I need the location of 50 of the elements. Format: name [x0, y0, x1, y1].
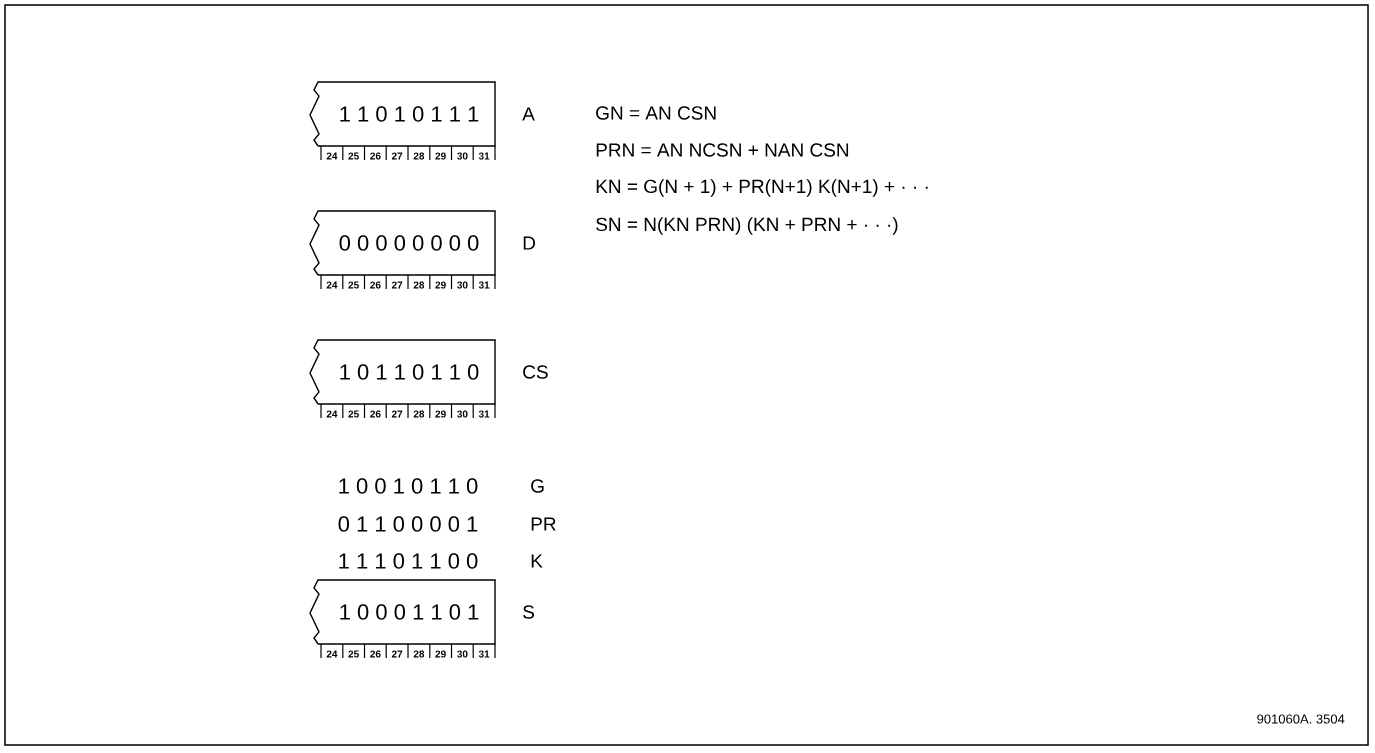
bit-number: 25: [348, 281, 359, 289]
register-box: 1 0 0 0 1 1 0 1: [309, 579, 496, 645]
register-label: A: [522, 107, 535, 121]
bit-number: 27: [391, 650, 403, 658]
bit-number: 26: [370, 410, 381, 418]
bit-number: 31: [478, 410, 490, 418]
bit-number: 26: [370, 152, 381, 160]
register-box: 1 0 1 1 0 1 1 0: [309, 339, 496, 405]
bit-number: 29: [435, 281, 446, 289]
register-label: G: [531, 479, 544, 493]
register-label: D: [523, 236, 535, 250]
bit-number: 24: [326, 650, 338, 658]
bit-number: 27: [391, 152, 403, 160]
register-label: CS: [523, 365, 548, 379]
register-label: S: [523, 605, 534, 619]
bit-number: 31: [478, 152, 490, 160]
bit-number: 26: [370, 650, 381, 658]
bit-number: 29: [435, 410, 446, 418]
bit-number: 24: [326, 152, 338, 160]
bit-number: 25: [348, 650, 359, 658]
register-box: 1 1 0 1 0 1 1 1: [309, 81, 496, 147]
register-label: K: [531, 554, 543, 568]
bit-row: 1 0 0 1 0 1 1 0: [339, 478, 478, 494]
figure-number: 901060A. 3504: [1257, 714, 1345, 724]
bit-number: 30: [457, 152, 468, 160]
bit-number: 24: [326, 410, 338, 418]
equation: KN = G(N + 1) + PR(N+1) K(N+1) + · · ·: [596, 179, 928, 197]
bit-number: 31: [478, 650, 490, 658]
register-label: PR: [531, 517, 556, 531]
equation: PRN = AN NCSN + NAN CSN: [596, 143, 849, 157]
bit-number: 24: [326, 281, 338, 289]
equation: GN = AN CSN: [596, 106, 716, 120]
bit-number: 29: [435, 152, 446, 160]
bit-number: 30: [457, 281, 468, 289]
bit-number: 30: [457, 410, 468, 418]
bit-number: 29: [435, 650, 446, 658]
bit-number: 27: [391, 281, 403, 289]
bit-number: 28: [413, 281, 425, 289]
bit-number: 25: [348, 410, 359, 418]
equation: SN = N(KN PRN) (KN + PRN + · · ·): [596, 217, 898, 235]
bit-row: 0 1 1 0 0 0 0 1: [338, 516, 478, 532]
bit-number: 28: [413, 650, 425, 658]
bit-number: 25: [348, 152, 359, 160]
bit-number: 28: [413, 410, 425, 418]
bit-number: 30: [457, 650, 468, 658]
bit-number: 28: [413, 152, 425, 160]
bit-number: 27: [391, 410, 403, 418]
bit-number: 26: [370, 281, 381, 289]
register-box: 0 0 0 0 0 0 0 0: [309, 210, 496, 276]
bit-number: 31: [478, 281, 490, 289]
